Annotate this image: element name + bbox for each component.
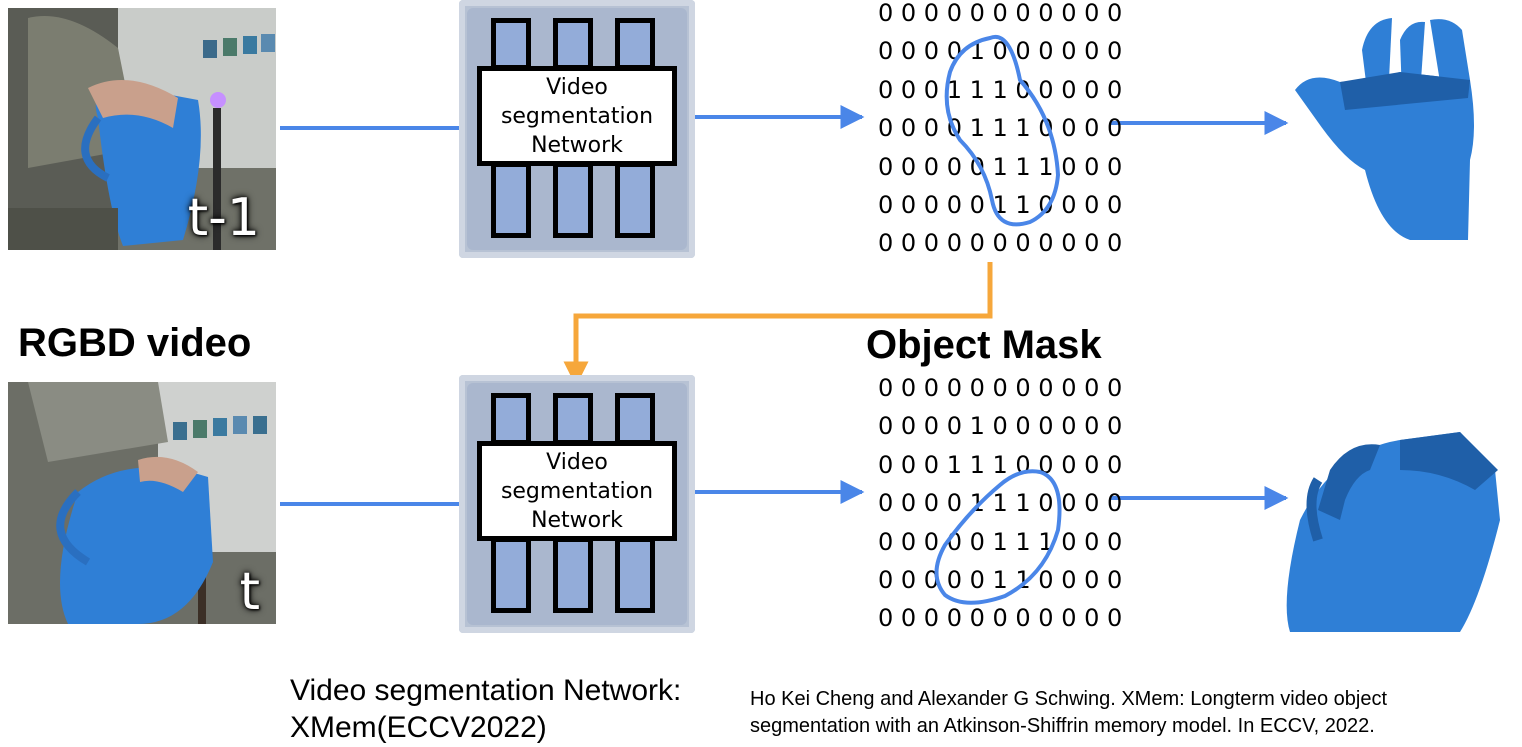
citation: Ho Kei Cheng and Alexander G Schwing. XM… xyxy=(750,686,1387,740)
video-frame-t: t xyxy=(8,382,276,624)
frame-label-t-minus-1: t-1 xyxy=(187,188,260,248)
network-footnote-line2: XMem(ECCV2022) xyxy=(290,711,547,744)
network-column-bottom-2 xyxy=(553,537,593,613)
mask-row: 0 0 0 0 0 0 0 0 0 0 0 xyxy=(878,374,1123,402)
network-column-top-2 xyxy=(553,18,593,70)
video-frame-t-minus-1: t-1 xyxy=(8,8,276,250)
network-label-line3: Network xyxy=(531,132,623,158)
mask-outline-top xyxy=(944,34,1061,227)
network-label-line2: segmentation xyxy=(500,103,654,129)
segmented-object-bottom xyxy=(1286,432,1500,632)
network-footnote: Video segmentation Network: XMem(ECCV202… xyxy=(290,672,681,746)
mask-row: 0 0 0 1 1 1 0 0 0 0 0 xyxy=(878,75,1123,104)
video-segmentation-network-top: Video segmentation Network xyxy=(459,0,695,258)
frame-t-minus-1-image xyxy=(8,8,276,250)
network-label-line1: Video xyxy=(546,74,608,100)
network-label-line3: Network xyxy=(531,507,623,533)
network-label-line2: segmentation xyxy=(500,478,654,504)
network-column-bottom-3 xyxy=(615,162,655,238)
mask-row: 0 0 0 0 0 0 0 0 0 0 0 xyxy=(878,0,1123,27)
citation-line2: segmentation with an Atkinson-Shiffrin m… xyxy=(750,715,1375,737)
mask-row: 0 0 0 0 1 1 1 0 0 0 0 xyxy=(878,114,1123,143)
network-label: Video segmentation Network xyxy=(477,441,677,541)
frame-t-image xyxy=(8,382,276,624)
object-mask-grid-top: 0 0 0 0 0 0 0 0 0 0 0 0 0 0 0 1 0 0 0 0 … xyxy=(878,0,1123,263)
network-label: Video segmentation Network xyxy=(477,66,677,166)
network-column-bottom-1 xyxy=(491,537,531,613)
segmented-object-top xyxy=(1295,18,1474,240)
mask-feedback-arrow xyxy=(563,262,993,387)
video-segmentation-network-bottom: Video segmentation Network xyxy=(459,375,695,633)
network-column-bottom-2 xyxy=(553,162,593,238)
mask-row: 0 0 0 0 0 1 1 1 0 0 0 xyxy=(878,527,1123,556)
mask-outline-bottom xyxy=(934,469,1062,605)
network-footnote-line1: Video segmentation Network: xyxy=(290,674,682,707)
citation-line1: Ho Kei Cheng and Alexander G Schwing. XM… xyxy=(750,688,1388,710)
object-mask-heading: Object Mask xyxy=(866,323,1102,367)
frame-label-t: t xyxy=(239,562,260,622)
network-label-line1: Video xyxy=(546,449,608,475)
rgbd-video-heading: RGBD video xyxy=(18,321,252,365)
